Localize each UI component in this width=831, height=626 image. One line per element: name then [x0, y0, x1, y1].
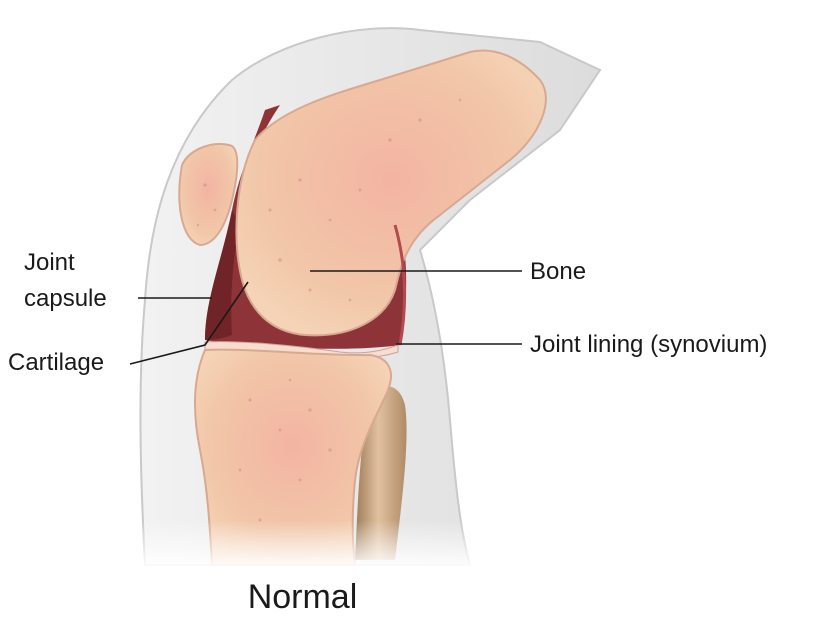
joint-capsule-label-line1: Joint — [24, 248, 75, 278]
bottom-fade — [130, 520, 490, 570]
joint-capsule-label-line2: capsule — [24, 284, 107, 314]
cartilage-label: Cartilage — [8, 348, 104, 378]
bone-label: Bone — [530, 257, 586, 287]
joint-lining-label: Joint lining (synovium) — [530, 330, 767, 360]
diagram-caption: Normal — [0, 578, 605, 617]
